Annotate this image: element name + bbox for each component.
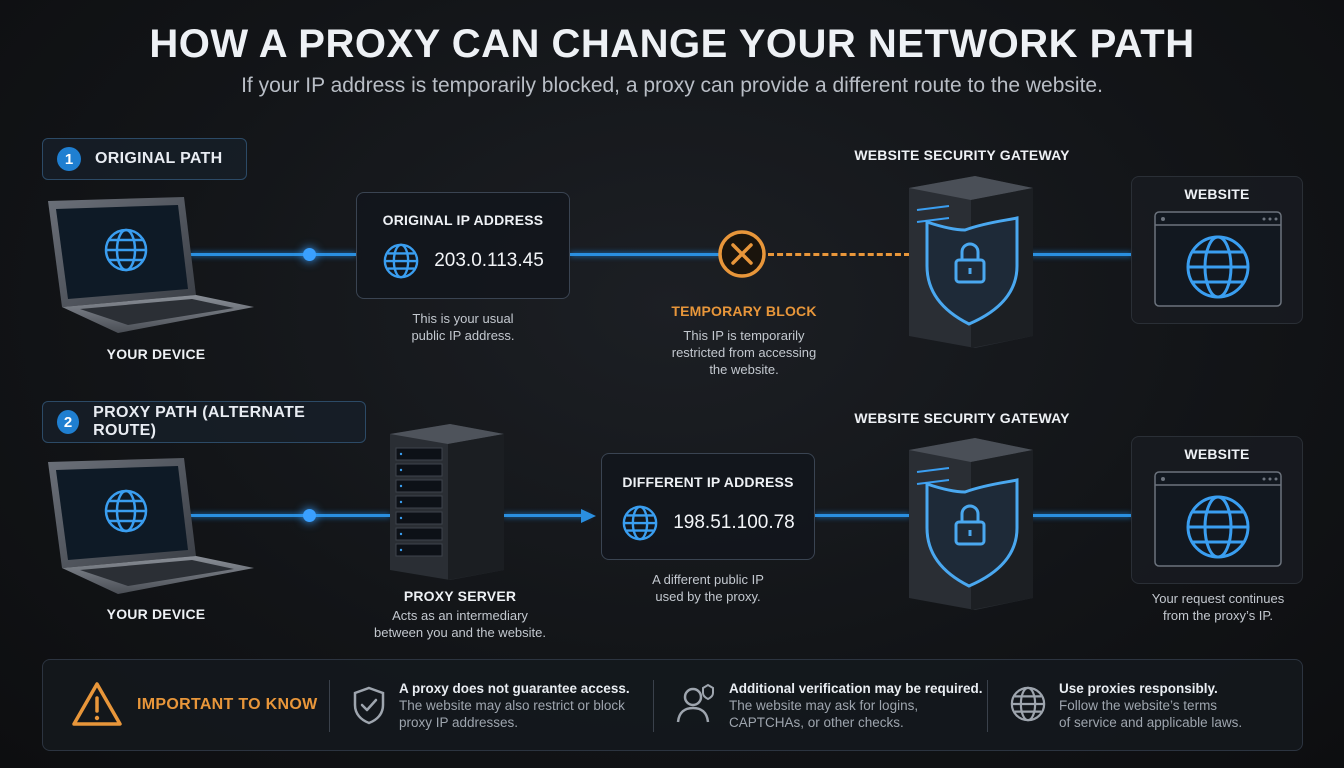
path2-line-proxy-ip bbox=[503, 514, 589, 517]
step-2-number: 2 bbox=[57, 410, 80, 434]
shield-check-icon bbox=[353, 686, 385, 725]
temporary-block-caption: This IP is temporarily restricted from a… bbox=[644, 327, 844, 378]
path1-device-label: YOUR DEVICE bbox=[106, 346, 206, 362]
security-gateway-icon bbox=[909, 438, 1033, 610]
caption-line: Acts as an intermediary bbox=[392, 608, 528, 623]
notice-item-line: proxy IP addresses. bbox=[399, 715, 519, 730]
divider bbox=[653, 680, 654, 732]
step-2-pill: 2 PROXY PATH (ALTERNATE ROUTE) bbox=[42, 401, 366, 443]
path2-node-dot bbox=[303, 509, 316, 522]
path1-website-label: WEBSITE bbox=[1184, 186, 1250, 202]
notice-item-2: Additional verification may be required.… bbox=[729, 681, 1009, 731]
original-ip-title: ORIGINAL IP ADDRESS bbox=[382, 212, 544, 228]
proxy-server-caption: Acts as an intermediary between you and … bbox=[340, 607, 580, 641]
caption-line: the website. bbox=[709, 362, 779, 377]
different-ip-caption: A different public IP used by the proxy. bbox=[608, 571, 808, 605]
path1-gateway-label: WEBSITE SECURITY GATEWAY bbox=[854, 147, 1070, 163]
laptop-icon bbox=[48, 458, 254, 594]
user-verify-icon bbox=[676, 683, 714, 723]
different-ip-title: DIFFERENT IP ADDRESS bbox=[622, 474, 794, 490]
caption-line: restricted from accessing bbox=[671, 345, 817, 360]
step-1-pill: 1 ORIGINAL PATH bbox=[42, 138, 247, 180]
caption-line: Your request continues bbox=[1151, 591, 1285, 606]
globe-icon bbox=[383, 243, 419, 279]
caption-line: from the proxy’s IP. bbox=[1162, 608, 1274, 623]
laptop-icon bbox=[48, 197, 254, 333]
temporary-block-title: TEMPORARY BLOCK bbox=[671, 303, 817, 319]
divider bbox=[987, 680, 988, 732]
path2-line-ip-gateway bbox=[815, 514, 910, 517]
path2-website-label: WEBSITE bbox=[1184, 446, 1250, 462]
caption-line: This IP is temporarily bbox=[683, 328, 805, 343]
path1-node-dot bbox=[303, 248, 316, 261]
step-1-number: 1 bbox=[57, 147, 81, 171]
caption-line: between you and the website. bbox=[373, 625, 546, 640]
caption-line: This is your usual bbox=[412, 311, 514, 326]
notice-item-line: The website may ask for logins, bbox=[729, 698, 919, 713]
notice-item-line: The website may also restrict or block bbox=[399, 698, 625, 713]
caption-line: public IP address. bbox=[411, 328, 515, 343]
path2-website-caption: Your request continues from the proxy’s … bbox=[1118, 590, 1318, 624]
step-1-label: ORIGINAL PATH bbox=[95, 150, 223, 167]
globe-icon bbox=[1010, 686, 1046, 722]
caption-line: used by the proxy. bbox=[655, 589, 761, 604]
globe-icon bbox=[622, 505, 658, 541]
notice-item-line: CAPTCHAs, or other checks. bbox=[729, 715, 904, 730]
proxy-server-title: PROXY SERVER bbox=[403, 588, 517, 604]
browser-window-icon bbox=[1154, 471, 1282, 567]
path2-website-card: WEBSITE bbox=[1131, 436, 1303, 584]
original-ip-value: 203.0.113.45 bbox=[434, 250, 544, 271]
notice-item-3: Use proxies responsibly. Follow the webs… bbox=[1059, 681, 1289, 731]
divider bbox=[329, 680, 330, 732]
notice-item-bold: Use proxies responsibly. bbox=[1059, 681, 1218, 696]
original-ip-caption: This is your usual public IP address. bbox=[363, 310, 563, 344]
path1-line-device-ip bbox=[190, 253, 356, 256]
path2-line-gateway-website bbox=[1030, 514, 1132, 517]
step-2-label: PROXY PATH (ALTERNATE ROUTE) bbox=[93, 404, 306, 439]
different-ip-box: DIFFERENT IP ADDRESS 198.51.100.78 bbox=[601, 453, 815, 560]
browser-window-icon bbox=[1154, 211, 1282, 307]
path2-gateway-label: WEBSITE SECURITY GATEWAY bbox=[854, 410, 1070, 426]
different-ip-value: 198.51.100.78 bbox=[673, 512, 795, 533]
page-title: HOW A PROXY CAN CHANGE YOUR NETWORK PATH bbox=[149, 22, 1195, 66]
proxy-server-icon bbox=[390, 424, 504, 580]
path1-blocked-line bbox=[768, 253, 910, 256]
path2-line-device-proxy bbox=[190, 514, 390, 517]
original-ip-box: ORIGINAL IP ADDRESS 203.0.113.45 bbox=[356, 192, 570, 299]
caption-line: A different public IP bbox=[652, 572, 764, 587]
notice-item-bold: A proxy does not guarantee access. bbox=[399, 681, 630, 696]
warning-triangle-icon bbox=[72, 682, 122, 726]
notice-item-1: A proxy does not guarantee access. The w… bbox=[399, 681, 659, 731]
path2-device-label: YOUR DEVICE bbox=[106, 606, 206, 622]
block-x-icon bbox=[718, 230, 766, 278]
important-panel: IMPORTANT TO KNOW A proxy does not guara… bbox=[42, 659, 1303, 751]
page-subtitle: If your IP address is temporarily blocke… bbox=[241, 74, 1103, 97]
arrow-right-icon bbox=[581, 509, 596, 523]
path1-line-gateway-website bbox=[1030, 253, 1132, 256]
path1-website-card: WEBSITE bbox=[1131, 176, 1303, 324]
important-heading: IMPORTANT TO KNOW bbox=[137, 696, 318, 713]
notice-item-bold: Additional verification may be required. bbox=[729, 681, 983, 696]
notice-item-line: Follow the website’s terms bbox=[1059, 698, 1218, 713]
notice-item-line: of service and applicable laws. bbox=[1059, 715, 1243, 730]
security-gateway-icon bbox=[909, 176, 1033, 348]
path1-line-ip-block bbox=[570, 253, 720, 256]
